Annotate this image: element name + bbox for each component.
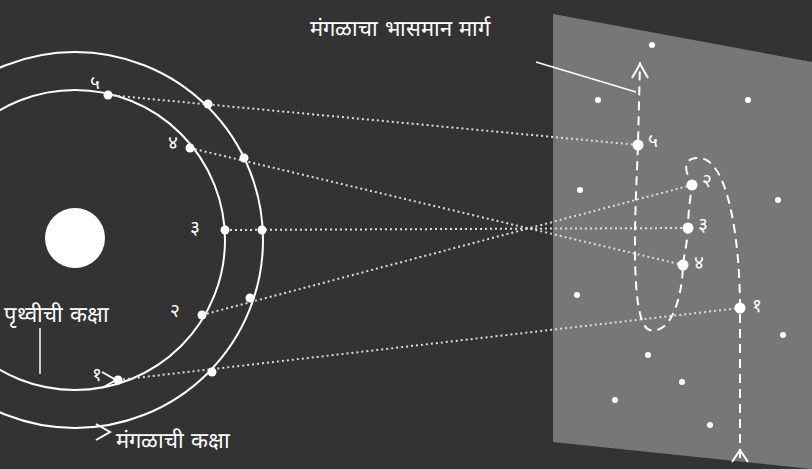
apparent-path	[635, 62, 740, 458]
position-number: ५	[648, 130, 658, 152]
sight-lines	[108, 95, 740, 380]
position-number: १	[92, 364, 102, 386]
position-number: २	[170, 300, 180, 322]
sky-plane	[553, 14, 812, 469]
path-arrows	[632, 64, 748, 462]
position-number: ३	[190, 217, 200, 239]
mars-orbit	[0, 52, 263, 428]
position-number: ४	[168, 132, 178, 154]
stars	[574, 42, 786, 428]
sun	[45, 208, 105, 268]
position-number: १	[752, 295, 762, 317]
path-label: मंगळाचा भासमान मार्ग	[310, 16, 490, 41]
position-number: ४	[694, 252, 704, 274]
leader-line	[536, 62, 636, 92]
orbit-label: मंगळाची कक्षा	[116, 428, 230, 453]
position-dots	[104, 91, 746, 385]
position-number: ३	[698, 214, 708, 236]
orbit-label: पृथ्वीची कक्षा	[4, 302, 109, 327]
earth-orbit	[0, 90, 225, 390]
position-number: २	[702, 170, 712, 192]
position-number: ५	[90, 72, 100, 94]
leader-line	[39, 328, 41, 374]
